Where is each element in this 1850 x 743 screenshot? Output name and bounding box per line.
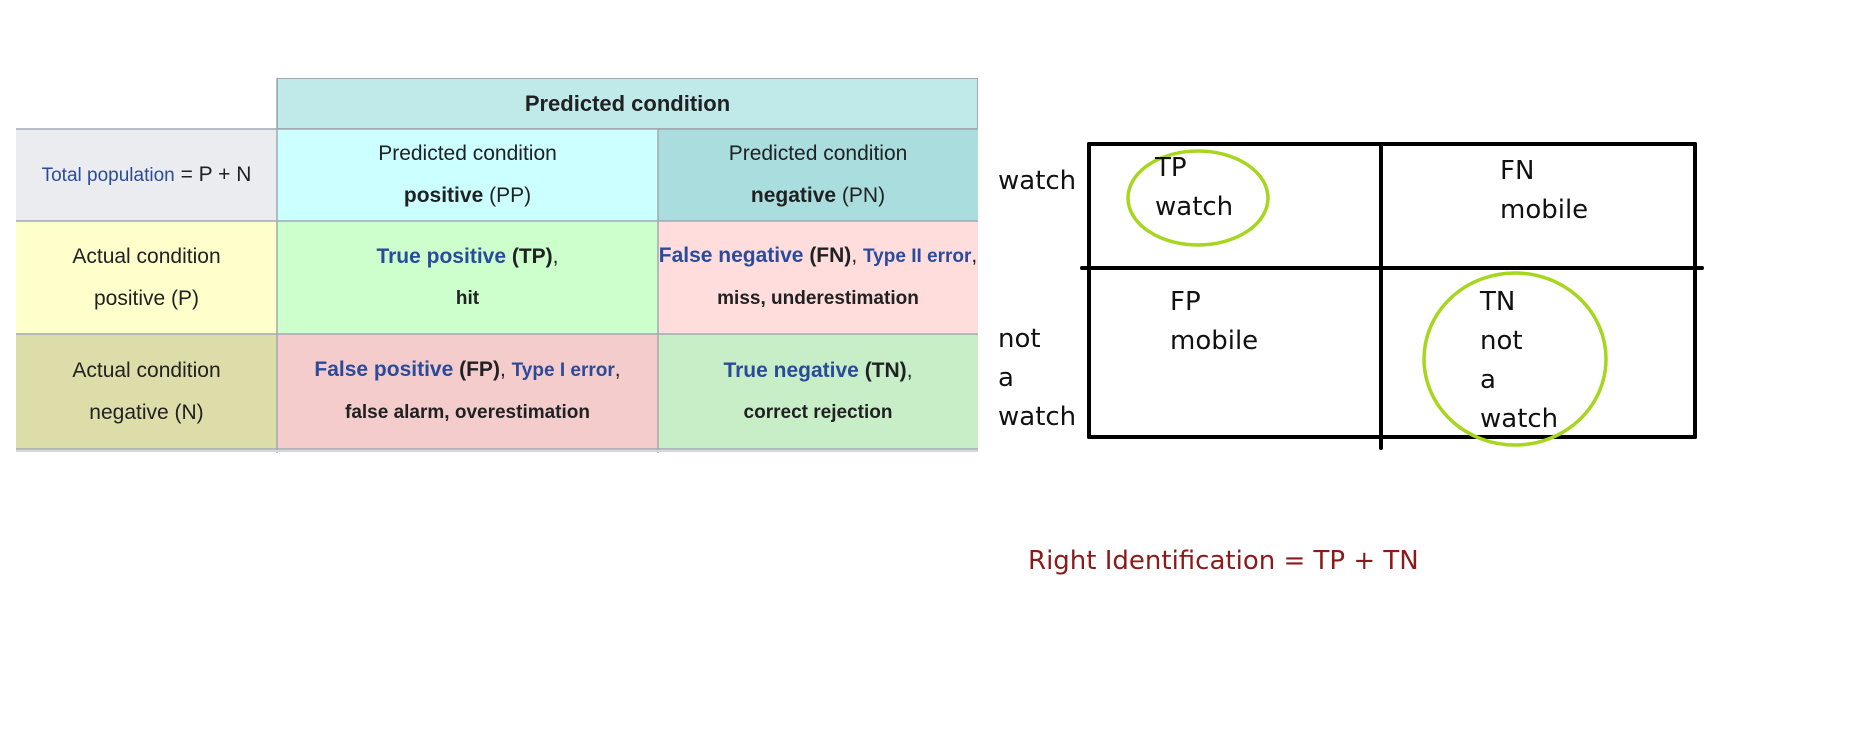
false-negative-line1: False negative (FN), Type II error,: [659, 235, 977, 278]
false-positive-comma: ,: [614, 358, 621, 381]
type-ii-error-link[interactable]: Type II error: [862, 246, 972, 267]
predicted-negative-abbr: (PN): [836, 184, 886, 207]
row-label-watch: watch: [998, 166, 1077, 196]
false-negative-link[interactable]: False negative: [658, 244, 804, 267]
tn-cell-text: TN not a watch: [1480, 287, 1559, 434]
true-negative-line2: correct rejection: [743, 401, 893, 423]
tp-cell-text: TP watch: [1155, 153, 1234, 222]
fn-cell-text: FN mobile: [1500, 156, 1589, 225]
true-negative-line1: True negative (TN),: [723, 350, 912, 392]
true-positive-line2: hit: [455, 287, 480, 309]
false-positive-line2: false alarm, overestimation: [345, 402, 590, 423]
total-population-link[interactable]: Total population: [41, 164, 175, 186]
tp-highlight-circle: [1126, 149, 1270, 247]
true-negative-comma: ,: [906, 358, 913, 382]
type-i-error-link[interactable]: Type I error: [511, 360, 615, 381]
actual-negative-line2: negative (N): [89, 400, 204, 424]
false-negative-cell: False negative (FN), Type II error, miss…: [658, 221, 978, 334]
false-negative-comma: ,: [971, 244, 978, 267]
actual-negative-line1: Actual condition: [72, 358, 221, 382]
confusion-matrix-table: Predicted condition Total population = P…: [16, 78, 978, 453]
total-population-line: Total population = P + N: [42, 154, 252, 197]
predicted-negative-bold: negative: [750, 184, 837, 207]
predicted-condition-header-text: Predicted condition: [524, 90, 731, 116]
predicted-positive-abbr: (PP): [483, 184, 532, 207]
true-negative-cell: True negative (TN), correct rejection: [658, 334, 978, 449]
false-positive-sep: ,: [499, 358, 512, 381]
predicted-negative-cell: Predicted condition negative (PN): [658, 129, 978, 221]
true-positive-link[interactable]: True positive: [376, 244, 507, 268]
false-negative-abbr: (FN): [803, 244, 852, 267]
actual-negative-cell: Actual condition negative (N): [16, 334, 277, 449]
predicted-condition-header: Predicted condition: [277, 78, 978, 129]
row-label-not-a-watch: not a watch: [998, 324, 1077, 432]
actual-positive-cell: Actual condition positive (P): [16, 221, 277, 334]
false-positive-link[interactable]: False positive: [314, 358, 454, 381]
predicted-negative-line1: Predicted condition: [728, 142, 908, 165]
false-negative-line2: miss, underestimation: [717, 288, 919, 309]
true-negative-link[interactable]: True negative: [723, 358, 859, 382]
true-negative-abbr: (TN): [858, 358, 907, 382]
false-positive-line1: False positive (FP), Type I error,: [314, 349, 620, 392]
right-identification-equation: Right Identification = TP + TN: [1028, 546, 1419, 576]
false-negative-sep: ,: [851, 244, 863, 267]
actual-positive-line2: positive (P): [93, 286, 200, 310]
false-positive-cell: False positive (FP), Type I error, false…: [277, 334, 658, 449]
actual-positive-line1: Actual condition: [72, 244, 221, 268]
predicted-positive-line1: Predicted condition: [378, 142, 557, 165]
tn-highlight-circle: [1422, 271, 1608, 447]
false-positive-abbr: (FP): [453, 358, 500, 381]
total-population-cell: Total population = P + N: [16, 129, 277, 221]
predicted-positive-cell: Predicted condition positive (PP): [277, 129, 658, 221]
predicted-positive-line2: positive (PP): [404, 175, 531, 217]
fp-cell-text: FP mobile: [1170, 287, 1259, 356]
true-positive-abbr: (TP): [506, 244, 553, 268]
true-positive-cell: True positive (TP), hit: [277, 221, 658, 334]
total-population-formula: = P + N: [180, 162, 252, 186]
predicted-negative-line2: negative (PN): [751, 175, 885, 217]
true-positive-line1: True positive (TP),: [376, 236, 558, 278]
predicted-positive-bold: positive: [403, 184, 484, 207]
true-positive-comma: ,: [552, 244, 559, 268]
